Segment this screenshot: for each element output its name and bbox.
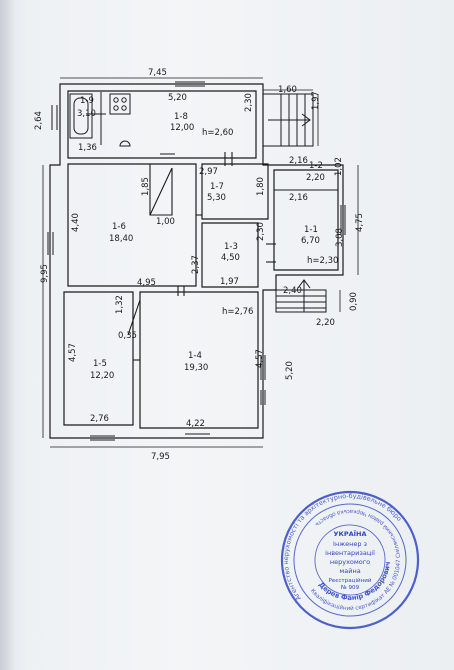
room-1-3-area: 4,50 xyxy=(221,253,240,263)
room-1-1-area: 6,70 xyxy=(301,236,320,246)
dim-r11-308: 3,08 xyxy=(335,228,345,247)
room-1-6-code: 1-6 xyxy=(112,222,126,232)
dim-r14-457: 4,57 xyxy=(255,349,265,368)
page-edge-shadow xyxy=(0,0,14,670)
dim-porch-width: 1,60 xyxy=(278,85,297,95)
room-1-5-code: 1-5 xyxy=(93,359,107,369)
dim-136: 1,36 xyxy=(78,143,97,153)
dim-bath-width: 5,20 xyxy=(168,93,187,103)
room-1-1-height: h=2,30 xyxy=(307,256,338,266)
room-1-7-code: 1-7 xyxy=(210,182,224,192)
dim-r13-230: 2,30 xyxy=(256,222,266,241)
room-1-8-height: h=2,60 xyxy=(202,128,233,138)
dim-porch2-220: 2,20 xyxy=(316,318,335,328)
room-1-9-code: 1-9 xyxy=(80,96,94,106)
dim-185: 1,85 xyxy=(141,177,151,196)
room-1-3-code: 1-3 xyxy=(224,242,238,252)
dim-porch2-090: 0,90 xyxy=(349,292,359,311)
stamp-title-3: нерухомого xyxy=(330,558,370,566)
dim-right-475: 4,75 xyxy=(355,213,365,232)
dim-r11-216: 2,16 xyxy=(289,193,308,203)
porch-steps xyxy=(262,93,314,147)
room-1-7-area: 5,30 xyxy=(207,193,226,203)
dim-r14-422: 4,22 xyxy=(186,419,205,429)
dim-porch-depth: 1,97 xyxy=(311,91,321,110)
stamp-reg-label: Реєстраційний xyxy=(328,577,371,584)
dim-left-wing: 2,64 xyxy=(34,111,44,130)
room-1-4-height: h=2,76 xyxy=(222,307,253,317)
dim-top-width: 7,45 xyxy=(148,68,167,78)
room-1-9-area: 3,10 xyxy=(77,109,96,119)
dim-r15-035: 0,35 xyxy=(118,331,137,341)
stamp-title-1: Інженер з xyxy=(333,540,367,548)
dim-r15-276: 2,76 xyxy=(90,414,109,424)
dim-r14-520: 5,20 xyxy=(285,361,295,380)
dim-r15-457: 4,57 xyxy=(68,343,78,362)
doors xyxy=(177,152,276,296)
dim-r13-197: 1,97 xyxy=(220,277,239,287)
room-1-1-code: 1-1 xyxy=(304,225,318,235)
dim-r12-102: 1,02 xyxy=(334,157,344,176)
dim-r13-237: 2,37 xyxy=(191,255,201,274)
dim-r12-216: 2,16 xyxy=(289,156,308,166)
room-labels: 1-9 3,10 1-8 12,00 h=2,60 1-7 5,30 1-6 1… xyxy=(77,96,338,381)
dim-180: 1,80 xyxy=(256,177,266,196)
dim-r16-440: 4,40 xyxy=(71,213,81,232)
dim-r15-132: 1,32 xyxy=(115,295,125,314)
dim-bottom-width: 7,95 xyxy=(151,452,170,462)
windows xyxy=(47,81,346,441)
dim-100: 1,00 xyxy=(156,217,175,227)
stamp-reg-number: № 909 xyxy=(341,585,360,591)
room-1-5-area: 12,20 xyxy=(90,371,114,381)
stamp-title-2: інвентаризації xyxy=(325,549,375,557)
partitions xyxy=(127,164,338,361)
dim-297: 2,97 xyxy=(199,167,218,177)
porch-steps-lower xyxy=(275,279,327,313)
dim-r16-495: 4,95 xyxy=(137,278,156,288)
room-1-8-code: 1-8 xyxy=(174,112,188,122)
dimension-labels: 7,45 2,64 1,36 5,20 2,30 1,60 1,97 2,97 … xyxy=(34,68,365,462)
official-stamp: Агентство нерухомості та архітектурно-бу… xyxy=(255,465,424,634)
stamp-country: УКРАЇНА xyxy=(333,529,366,538)
stamp-title-4: майна xyxy=(339,567,360,575)
dim-kitchen-depth: 2,30 xyxy=(244,93,254,112)
dim-porch2-240: 2,40 xyxy=(283,286,302,296)
room-1-8-area: 12,00 xyxy=(170,123,194,133)
bath-fixtures xyxy=(69,92,131,147)
room-1-6-area: 18,40 xyxy=(109,234,133,244)
dimension-lines xyxy=(42,77,359,448)
room-1-4-code: 1-4 xyxy=(188,351,202,361)
room-1-4-area: 19,30 xyxy=(184,363,208,373)
room-1-2-code: 1-2 xyxy=(309,161,323,171)
room-1-2-area: 2,20 xyxy=(306,173,325,183)
dim-total-height: 9,95 xyxy=(40,264,50,283)
